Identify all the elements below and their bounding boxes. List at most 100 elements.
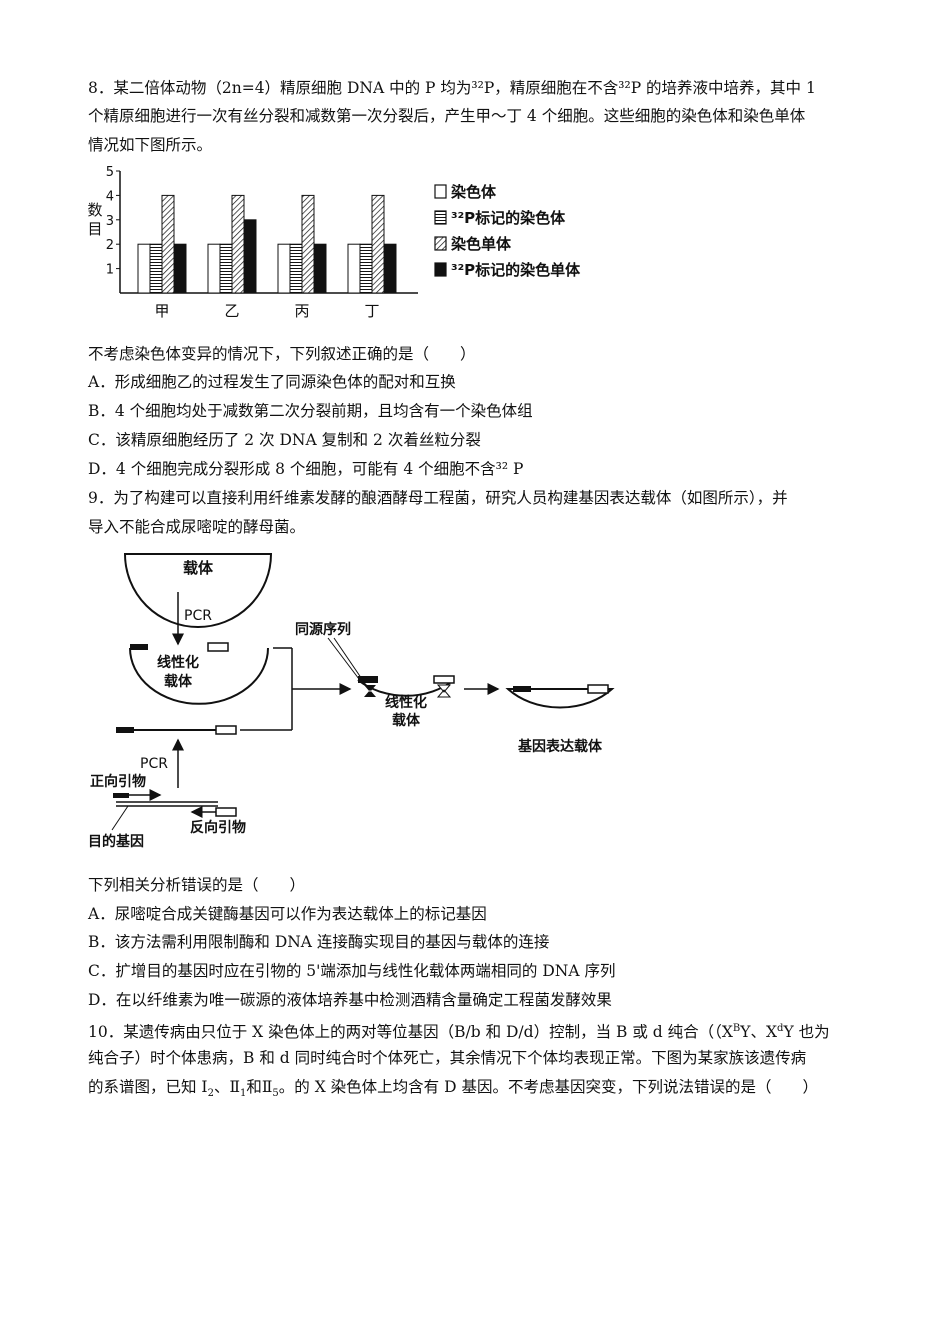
gene-end-right	[215, 725, 237, 735]
pcr-label-1: PCR	[184, 608, 212, 624]
q8-text: P 的培养液中培养，其中 1	[630, 79, 816, 97]
hourglass-right	[436, 684, 452, 698]
legend-label: ³²P标记的染色体	[451, 209, 566, 227]
homologous-label: 同源序列	[295, 621, 351, 638]
y-axis-label: 目	[87, 220, 102, 238]
hourglass-left	[364, 685, 376, 697]
legend-swatch	[434, 184, 447, 199]
bar	[383, 243, 397, 294]
y-axis-label: 数	[87, 201, 102, 219]
q9-line2: 导入不能合成尿嘧啶的酵母菌。	[88, 518, 306, 536]
bar	[231, 194, 245, 294]
q10-sup: d	[777, 1023, 784, 1034]
linear-vector-left	[129, 647, 269, 705]
q10-sub: 1	[239, 1088, 247, 1100]
linear-vector-b-label-1: 线性化	[385, 694, 427, 711]
bar	[301, 194, 315, 294]
bar	[137, 243, 151, 294]
q9-option-c: C．扩增目的基因时应在引物的 5'端添加与线性化载体两端相同的 DNA 序列	[88, 962, 616, 980]
bar	[149, 243, 163, 294]
legend-swatch	[434, 262, 447, 277]
x-category-label: 甲	[154, 302, 169, 320]
vector-shape	[123, 553, 273, 628]
bar	[277, 243, 291, 294]
linear-vector-label-2: 载体	[164, 673, 193, 690]
q8-line2: 个精原细胞进行一次有丝分裂和减数第一次分裂后，产生甲～丁 4 个细胞。这些细胞的…	[88, 107, 806, 125]
q10-text: Y 也为	[783, 1023, 830, 1042]
y-tick-label: 2	[106, 238, 114, 253]
expression-vector-label: 基因表达载体	[518, 738, 603, 755]
expr-block-left	[513, 686, 531, 692]
gene-end-left	[116, 727, 134, 733]
q10-sup: B	[732, 1023, 741, 1034]
q8-text: P，精原细胞在不含	[483, 79, 619, 97]
q9-option-b: B．该方法需利用限制酶和 DNA 连接酶实现目的基因与载体的连接	[88, 933, 550, 951]
legend-label: ³²P标记的染色单体	[451, 261, 581, 279]
bar	[371, 194, 385, 294]
y-tick-label: 5	[106, 165, 114, 180]
homology-block-mid-right	[433, 675, 455, 684]
q10-line2: 纯合子）时个体患病，B 和 d 同时纯合时个体死亡，其余情况下个体均表现正常。下…	[88, 1049, 807, 1067]
reverse-primer-tail	[215, 807, 237, 817]
q8-option-a: A．形成细胞乙的过程发生了同源染色体的配对和互换	[88, 373, 456, 391]
q9-option-a: A．尿嘧啶合成关键酶基因可以作为表达载体上的标记基因	[88, 905, 487, 923]
homology-block-left	[130, 644, 148, 650]
bar	[161, 194, 175, 294]
bar	[219, 243, 233, 294]
bar	[173, 243, 187, 294]
homology-block-mid-left	[358, 676, 378, 683]
q10-text: 和Ⅱ	[246, 1078, 273, 1096]
q10-line3: 的系谱图，已知 I2、Ⅱ1和Ⅱ5。的 X 染色体上均含有 D 基因。不考虑基因突…	[88, 1077, 818, 1104]
legend-label: 染色体	[450, 183, 497, 201]
bar	[243, 219, 257, 294]
q8-sup: ³²	[618, 79, 631, 97]
linear-vector-b-label-2: 载体	[392, 712, 421, 729]
reverse-primer-label: 反向引物	[190, 819, 246, 836]
y-tick-label: 4	[106, 189, 114, 204]
q8-stem: 不考虑染色体变异的情况下，下列叙述正确的是（ ）	[88, 345, 476, 363]
expr-block-right	[587, 684, 609, 694]
bar	[289, 243, 303, 294]
q10-text: 10．某遗传病由只位于 X 染色体上的两对等位基因（B/b 和 D/d）控制，当…	[88, 1023, 733, 1042]
q10-text: 的系谱图，已知 I	[88, 1078, 208, 1096]
legend-swatch	[434, 210, 447, 225]
bar	[359, 243, 373, 294]
gene-pointer	[111, 805, 129, 831]
target-gene-label: 目的基因	[88, 833, 144, 850]
pcr-label-2: PCR	[140, 756, 168, 772]
q9-stem: 下列相关分析错误的是（ ）	[88, 876, 306, 894]
x-category-label: 丁	[364, 302, 379, 320]
forward-primer-tail	[113, 793, 129, 798]
q10-line1: 10．某遗传病由只位于 X 染色体上的两对等位基因（B/b 和 D/d）控制，当…	[88, 1019, 830, 1042]
q9-line1: 9．为了构建可以直接利用纤维素发酵的酿酒酵母工程菌，研究人员构建基因表达载体（如…	[88, 489, 788, 507]
q8-text: 8．某二倍体动物（2n=4）精原细胞 DNA 中的 P 均为	[88, 79, 472, 97]
legend-label: 染色单体	[450, 235, 512, 253]
x-category-label: 乙	[224, 302, 239, 320]
x-category-label: 丙	[294, 302, 309, 320]
y-tick-label: 3	[106, 214, 114, 229]
q10-text: Y、X	[740, 1023, 778, 1042]
q10-sub: 5	[272, 1088, 279, 1100]
legend-swatch	[434, 236, 447, 251]
bar	[207, 243, 221, 294]
q9-vector-diagram: 载体 PCR 线性化 载体 同源序列 线性化 载体 基因表达载体 PCR 正向引…	[88, 553, 615, 850]
q8-sup: ³²	[471, 79, 484, 97]
linear-vector-label-1: 线性化	[157, 654, 199, 671]
bar	[313, 243, 327, 294]
q8-option-d: D．4 个细胞完成分裂形成 8 个细胞，可能有 4 个细胞不含³² P	[88, 460, 524, 478]
bar	[347, 243, 361, 294]
q8-line3: 情况如下图所示。	[88, 136, 213, 154]
q10-text: 。的 X 染色体上均含有 D 基因。不考虑基因突变，下列说法错误的是（ ）	[278, 1078, 818, 1096]
forward-primer-label: 正向引物	[90, 773, 146, 790]
q8-option-c: C．该精原细胞经历了 2 次 DNA 复制和 2 次着丝粒分裂	[88, 431, 481, 449]
homology-block-right	[207, 642, 229, 652]
q8-line1: 8．某二倍体动物（2n=4）精原细胞 DNA 中的 P 均为³²P，精原细胞在不…	[88, 78, 816, 98]
expression-vector	[505, 688, 615, 709]
q9-option-d: D．在以纤维素为唯一碳源的液体培养基中检测酒精含量确定工程菌发酵效果	[88, 991, 612, 1009]
q10-sub: 2	[207, 1088, 214, 1100]
y-tick-label: 1	[106, 263, 114, 278]
vector-label: 载体	[183, 559, 214, 577]
q8-option-b: B．4 个细胞均处于减数第二次分裂前期，且均含有一个染色体组	[88, 402, 533, 420]
q10-text: 、Ⅱ	[213, 1078, 240, 1096]
